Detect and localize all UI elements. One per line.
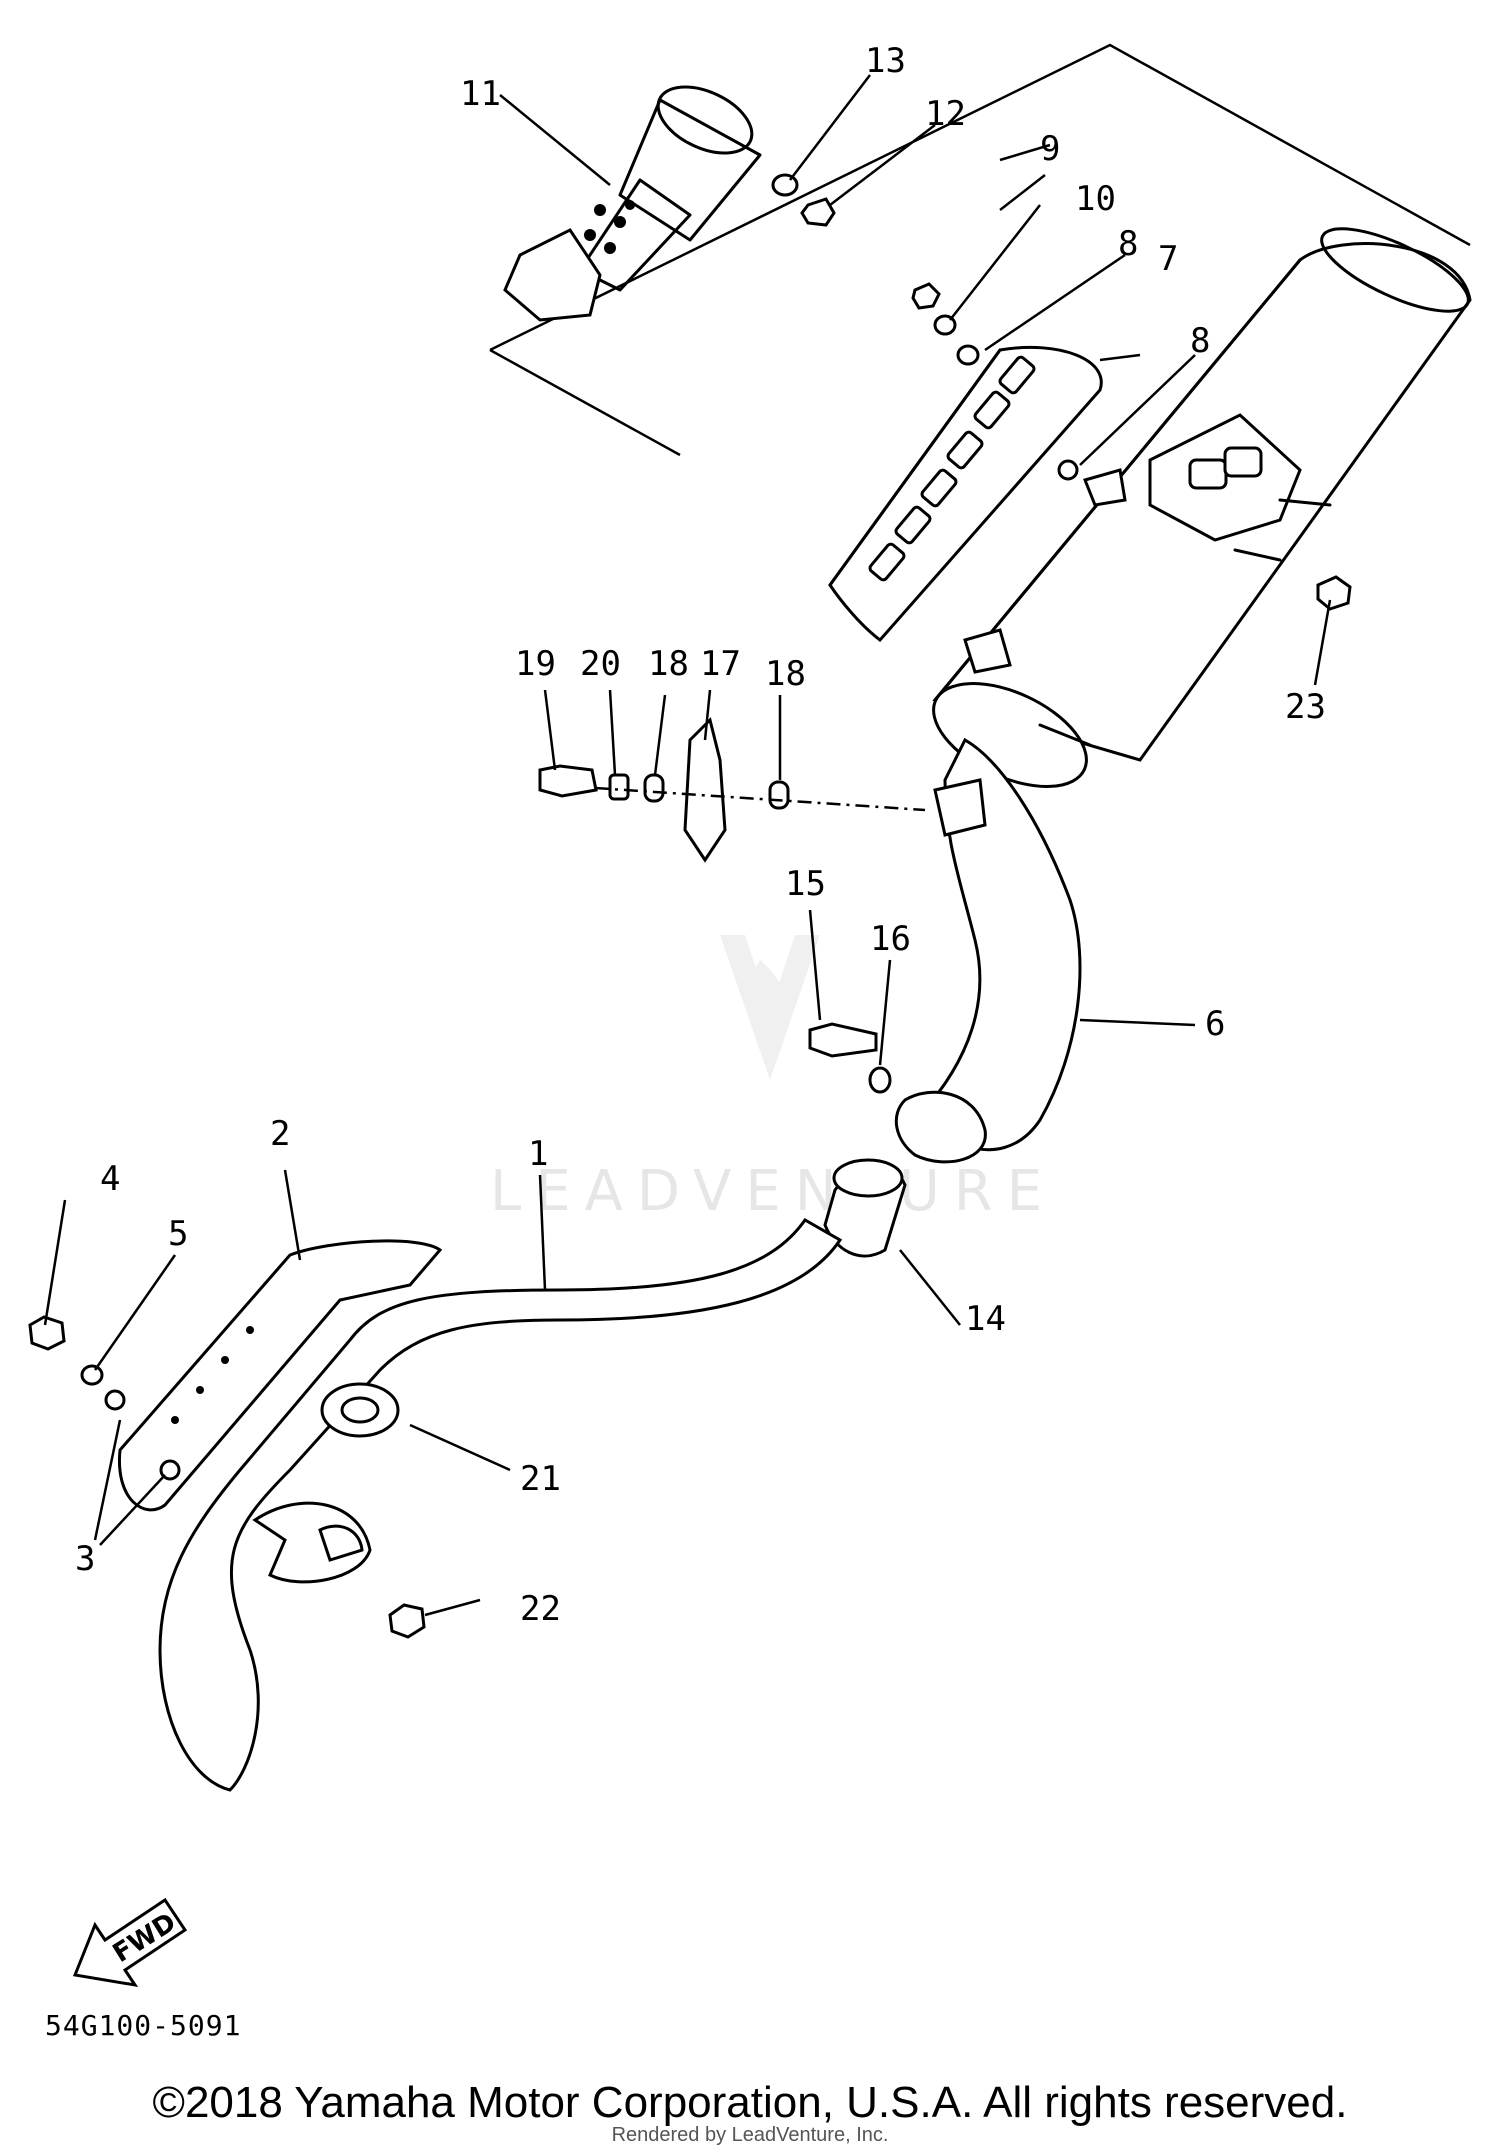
gasket-21: [320, 1382, 400, 1438]
callout-21: 21: [520, 1459, 561, 1499]
tail-pipe-assembly: [503, 85, 762, 322]
subassembly-bracket-bottom: [489, 348, 681, 457]
callout-6: 6: [1205, 1004, 1225, 1044]
damper-18: [643, 773, 665, 803]
callout-23: 23: [1285, 687, 1326, 727]
damper-18b: [768, 780, 790, 810]
bolt-15: [808, 1022, 878, 1058]
pipe-bracket: [933, 778, 987, 837]
callout-19: 19: [515, 644, 556, 684]
callout-14: 14: [965, 1299, 1006, 1339]
rendered-by-notice: Rendered by LeadVenture, Inc.: [611, 2124, 889, 2146]
washer-13: [771, 173, 799, 197]
callout-2: 2: [270, 1114, 290, 1154]
nut-12: [800, 197, 836, 227]
watermark-logo: [720, 935, 820, 1080]
callout-5: 5: [168, 1214, 188, 1254]
bolt-19: [538, 764, 598, 798]
copyright-notice: ©2018 Yamaha Motor Corporation, U.S.A. A…: [152, 2078, 1348, 2127]
callout-18b: 18: [765, 654, 806, 694]
callout-15: 15: [785, 864, 826, 904]
bolt-9: [911, 282, 941, 310]
gasket-21-inner: [340, 1396, 380, 1424]
callout-16: 16: [870, 919, 911, 959]
callout-17: 17: [700, 644, 741, 684]
callout-20: 20: [580, 644, 621, 684]
washer-10: [933, 314, 957, 336]
exhaust-protector-2: [117, 1239, 443, 1512]
callout-8: 8: [1118, 224, 1138, 264]
callout-13: 13: [865, 41, 906, 81]
muffler-protector: [828, 345, 1103, 643]
fwd-arrow: FWD: [72, 1897, 188, 1988]
assembly-line: [594, 786, 926, 812]
flange-bracket: [318, 1524, 364, 1562]
callout-1: 1: [528, 1134, 548, 1174]
callout-labels: 1 2 3 4 5 6 7 8 9 10 11 12 13 14 15 16 1…: [75, 41, 1326, 1629]
callout-3: 3: [75, 1539, 95, 1579]
pipe-flange: [252, 1501, 372, 1584]
callout-4: 4: [100, 1159, 120, 1199]
pipe-clamp: [894, 1090, 987, 1164]
damper-3: [104, 1389, 126, 1411]
collar-8b: [1057, 459, 1079, 481]
washer-16: [868, 1066, 892, 1094]
exhaust-pipe-6: [917, 737, 1082, 1152]
callout-12: 12: [925, 94, 966, 134]
washer-5: [80, 1364, 104, 1386]
bolt-23: [1316, 575, 1352, 611]
gasket-14-top: [832, 1158, 904, 1198]
callout-8b: 8: [1190, 321, 1210, 361]
screw-4: [28, 1315, 66, 1351]
callout-9: 9: [1040, 129, 1060, 169]
drawing-code: 54G100-5091: [45, 2009, 241, 2042]
damper-3b: [159, 1459, 181, 1481]
bracket-17: [683, 717, 727, 863]
washer-20: [608, 773, 630, 801]
callout-22: 22: [520, 1589, 561, 1629]
collar-8: [956, 344, 980, 366]
muffler: [932, 227, 1472, 788]
watermark-text: LEADVENTURE: [490, 1159, 1056, 1224]
callout-18: 18: [648, 644, 689, 684]
bolt-22: [388, 1603, 426, 1639]
callout-11: 11: [460, 74, 501, 114]
callout-10: 10: [1075, 179, 1116, 219]
leader-lines: [43, 74, 1332, 1617]
exhaust-pipe-1: [158, 1218, 843, 1792]
subassembly-bracket: [489, 43, 1471, 352]
callout-7: 7: [1158, 239, 1178, 279]
